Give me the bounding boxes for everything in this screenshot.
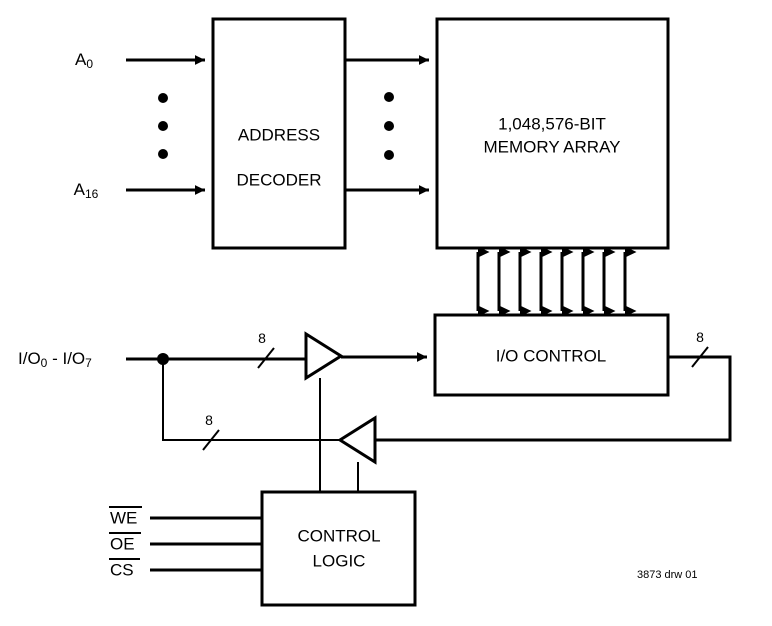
address-input-label-a16: A16 (74, 180, 99, 201)
control-input-label-we: WE (109, 506, 142, 527)
output-buffer-triangle[interactable] (337, 415, 377, 465)
block-control-logic[interactable] (260, 490, 417, 607)
control-input-text-oe: OE (110, 534, 135, 553)
bus-width-marker-input: 8 (257, 330, 275, 369)
bus-width-label-output: 8 (205, 412, 213, 428)
block-label-memory-array-line1: 1,048,576-BIT (498, 114, 606, 133)
block-label-address-decoder-line1: ADDRESS (238, 125, 320, 144)
control-input-label-cs: CS (109, 558, 140, 579)
block-label-address-decoder-line2: DECODER (236, 170, 321, 189)
control-input-text-we: WE (110, 508, 137, 527)
block-label-memory-array-line2: MEMORY ARRAY (484, 137, 621, 156)
block-label-control-logic-line2: LOGIC (313, 551, 366, 570)
bus-width-marker-io-control-out: 8 (691, 329, 709, 368)
control-input-label-oe: OE (109, 532, 141, 553)
block-io-control[interactable] (433, 313, 670, 397)
bus-width-marker-output: 8 (202, 412, 220, 451)
input-buffer-triangle[interactable] (304, 331, 344, 381)
block-memory-array[interactable] (435, 17, 670, 250)
diagram-caption: 3873 drw 01 (637, 569, 698, 581)
control-input-text-cs: CS (110, 560, 134, 579)
memory-io-bidirectional-bus (476, 246, 637, 317)
address-input-label-a0: A0 (75, 50, 93, 71)
block-label-io-control: I/O CONTROL (496, 346, 607, 365)
bus-width-label-io-control-out: 8 (696, 329, 704, 345)
block-label-control-logic-line1: CONTROL (297, 526, 380, 545)
decoder-output-ellipsis (384, 92, 394, 160)
io-bus-label: I/O0 - I/O7 (18, 349, 92, 370)
bus-width-label-input: 8 (258, 330, 266, 346)
address-input-ellipsis (158, 93, 168, 159)
output-buffer-to-io-bus-path (162, 359, 340, 441)
block-address-decoder[interactable] (211, 17, 347, 250)
